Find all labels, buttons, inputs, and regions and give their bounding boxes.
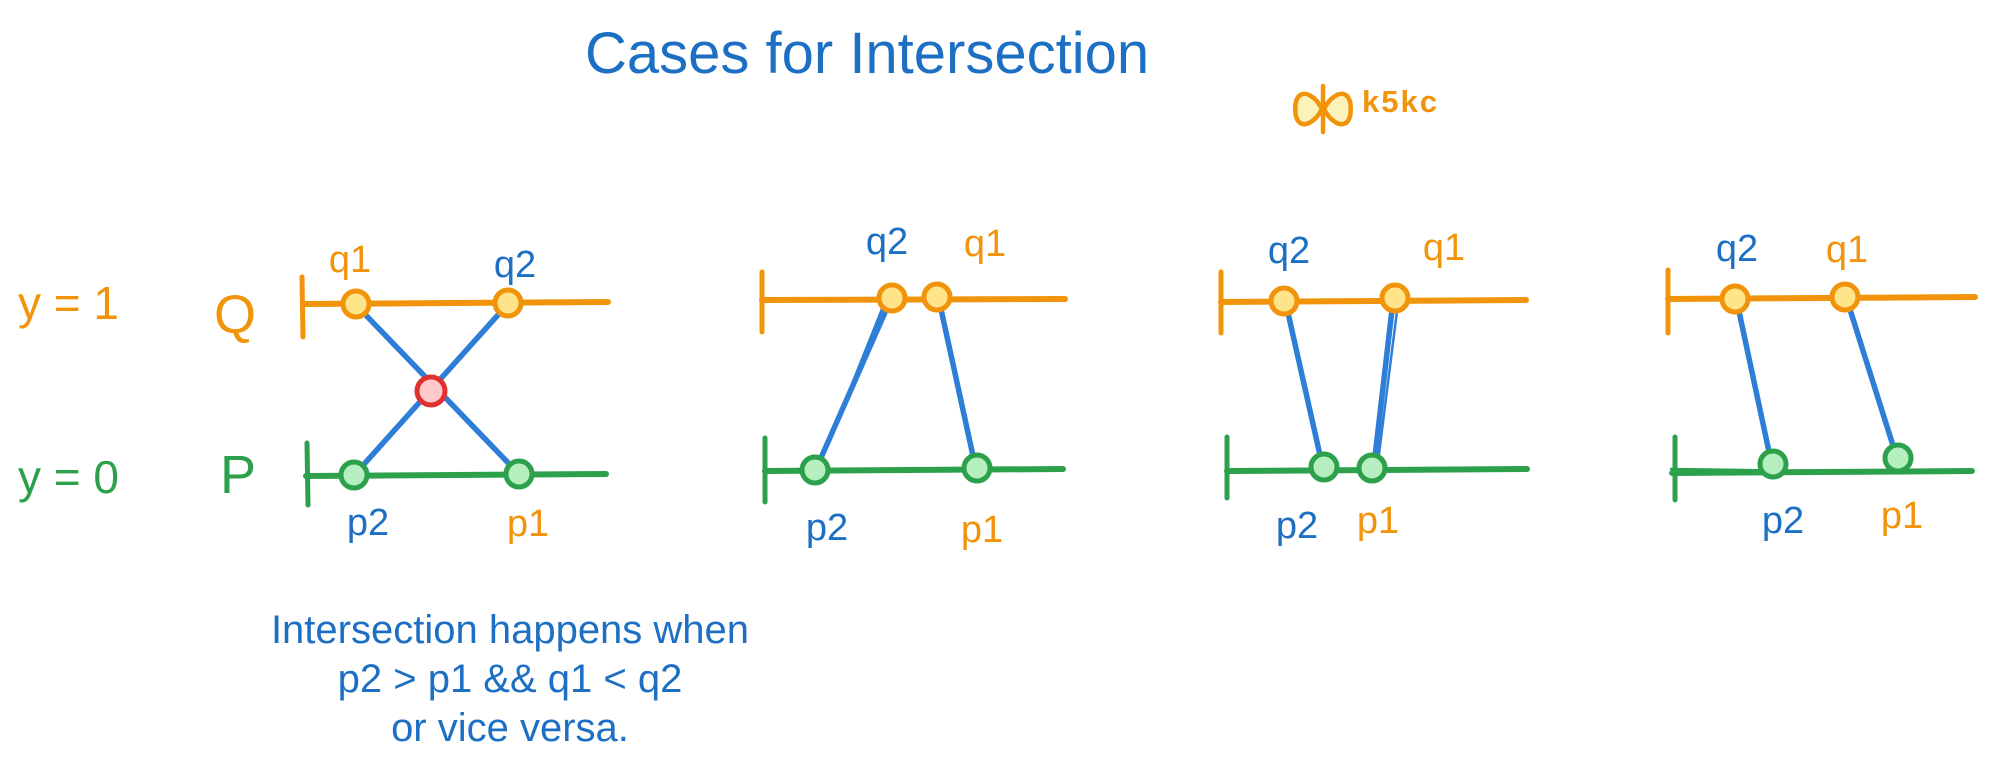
- case4-point-q1: [1829, 281, 1861, 313]
- case3-segment-q1-p1: [1371, 298, 1396, 468]
- case2-point-p2: [799, 454, 831, 486]
- case4-q-line: [1665, 294, 1978, 302]
- case1-intersection-dot: [414, 374, 448, 408]
- case1-point-p1: [503, 458, 535, 490]
- q-line-name: Q: [214, 285, 257, 345]
- case2-label-q-right: q1: [964, 223, 1006, 265]
- bowtie-icon-left-lobe: [1293, 91, 1325, 127]
- case4-segment-q1-p1: [1844, 297, 1899, 458]
- case2-label-q-left: q2: [866, 221, 908, 263]
- case3-segment-q2-p2: [1283, 301, 1325, 467]
- y1-axis-label: y = 1: [18, 277, 120, 329]
- case3-label-p-left: p2: [1276, 505, 1318, 547]
- case3-point-p2: [1308, 451, 1340, 483]
- case4-segment-q2-p2: [1734, 299, 1774, 464]
- p-line-name: P: [220, 445, 257, 505]
- case4-point-q2: [1719, 283, 1751, 315]
- case4-point-p2: [1757, 448, 1789, 480]
- case4-group: q2 q1 p2 p1: [1665, 228, 1978, 542]
- case4-label-p-left: p2: [1762, 500, 1804, 542]
- case1-point-p2: [338, 459, 370, 491]
- case3-label-p-right: p1: [1357, 500, 1399, 542]
- y0-axis-label: y = 0: [18, 451, 120, 503]
- case3-segment-q1-p1-sketch: [1376, 301, 1400, 464]
- case4-label-p-right: p1: [1881, 495, 1923, 537]
- note-line-1: Intersection happens when: [270, 608, 750, 652]
- case3-point-q1: [1379, 282, 1411, 314]
- bowtie-icon-right-lobe: [1321, 91, 1353, 127]
- case2-point-p1: [961, 452, 993, 484]
- case1-point-q1: [340, 288, 372, 320]
- case2-q-line: [759, 296, 1068, 303]
- case3-q-line: [1218, 297, 1529, 305]
- case3-point-p1: [1356, 452, 1388, 484]
- case3-group: q2 q1 p2 p1: [1218, 227, 1530, 547]
- case3-label-q-left: q2: [1268, 230, 1310, 272]
- case1-label-q-left: q1: [329, 239, 371, 281]
- case2-point-q2: [876, 282, 908, 314]
- case1-label-q-right: q2: [494, 244, 536, 286]
- case4-label-q-left: q2: [1716, 228, 1758, 270]
- case1-group: q1 q2 p2 p1: [299, 239, 611, 545]
- page-title: Cases for Intersection: [585, 21, 1150, 86]
- case4-label-q-right: q1: [1826, 229, 1868, 271]
- case2-point-q1: [921, 281, 953, 313]
- case1-q-tick: [299, 274, 306, 340]
- bowtie-icon: [1293, 83, 1353, 135]
- note: Intersection happens when p2 > p1 && q1 …: [250, 606, 770, 753]
- case1-label-p-left: p2: [347, 502, 389, 544]
- case2-segment-q1-p1: [936, 297, 978, 468]
- logo-text: k5kc: [1362, 84, 1439, 119]
- case1-label-p-right: p1: [507, 503, 549, 545]
- case2-group: q2 q1 p2 p1: [759, 221, 1068, 551]
- case4-point-p1: [1882, 442, 1914, 474]
- case3-point-q2: [1268, 285, 1300, 317]
- case2-label-p-left: p2: [806, 507, 848, 549]
- case3-label-q-right: q1: [1423, 227, 1465, 269]
- case2-label-p-right: p1: [961, 509, 1003, 551]
- note-line-3: or vice versa.: [391, 706, 629, 750]
- note-line-2: p2 > p1 && q1 < q2: [337, 657, 683, 701]
- case1-point-q2: [492, 287, 524, 319]
- case2-segment-q2-p2-sketch: [818, 302, 886, 466]
